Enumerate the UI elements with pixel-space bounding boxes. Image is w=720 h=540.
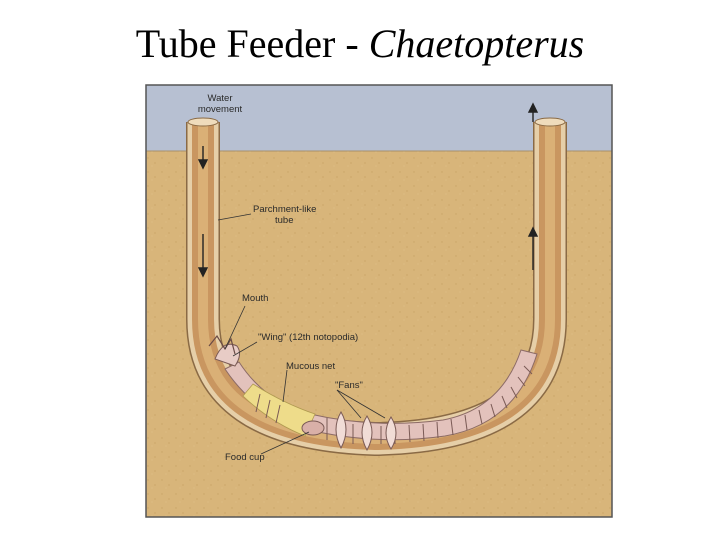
label-parchment-tube-line1: Parchment-like — [253, 204, 316, 215]
label-parchment-tube-line2: tube — [275, 215, 294, 226]
tube-opening-left — [187, 117, 219, 127]
tube-opening-right — [534, 117, 566, 127]
label-mucous-net: Mucous net — [286, 361, 335, 372]
food-cup — [301, 420, 325, 436]
fans — [335, 411, 397, 452]
water-flow-arrow-icon — [197, 102, 539, 278]
title-prefix: Tube Feeder - — [135, 21, 369, 66]
title-genus: Chaetopterus — [368, 21, 585, 66]
label-food-cup: Food cup — [225, 452, 265, 463]
label-wing: "Wing" (12th notopodia) — [258, 332, 358, 343]
label-mouth: Mouth — [242, 293, 268, 304]
slide-title: Tube Feeder - Chaetopterus — [0, 18, 720, 70]
leader-lines — [217, 213, 386, 455]
figure-frame — [145, 84, 613, 518]
chaetopterus-diagram: Water movement Parchment-like tube Mouth… — [145, 84, 613, 518]
label-water-movement-line2: movement — [198, 104, 243, 115]
label-fans: "Fans" — [335, 380, 363, 391]
label-water-movement-line1: Water — [208, 93, 233, 104]
